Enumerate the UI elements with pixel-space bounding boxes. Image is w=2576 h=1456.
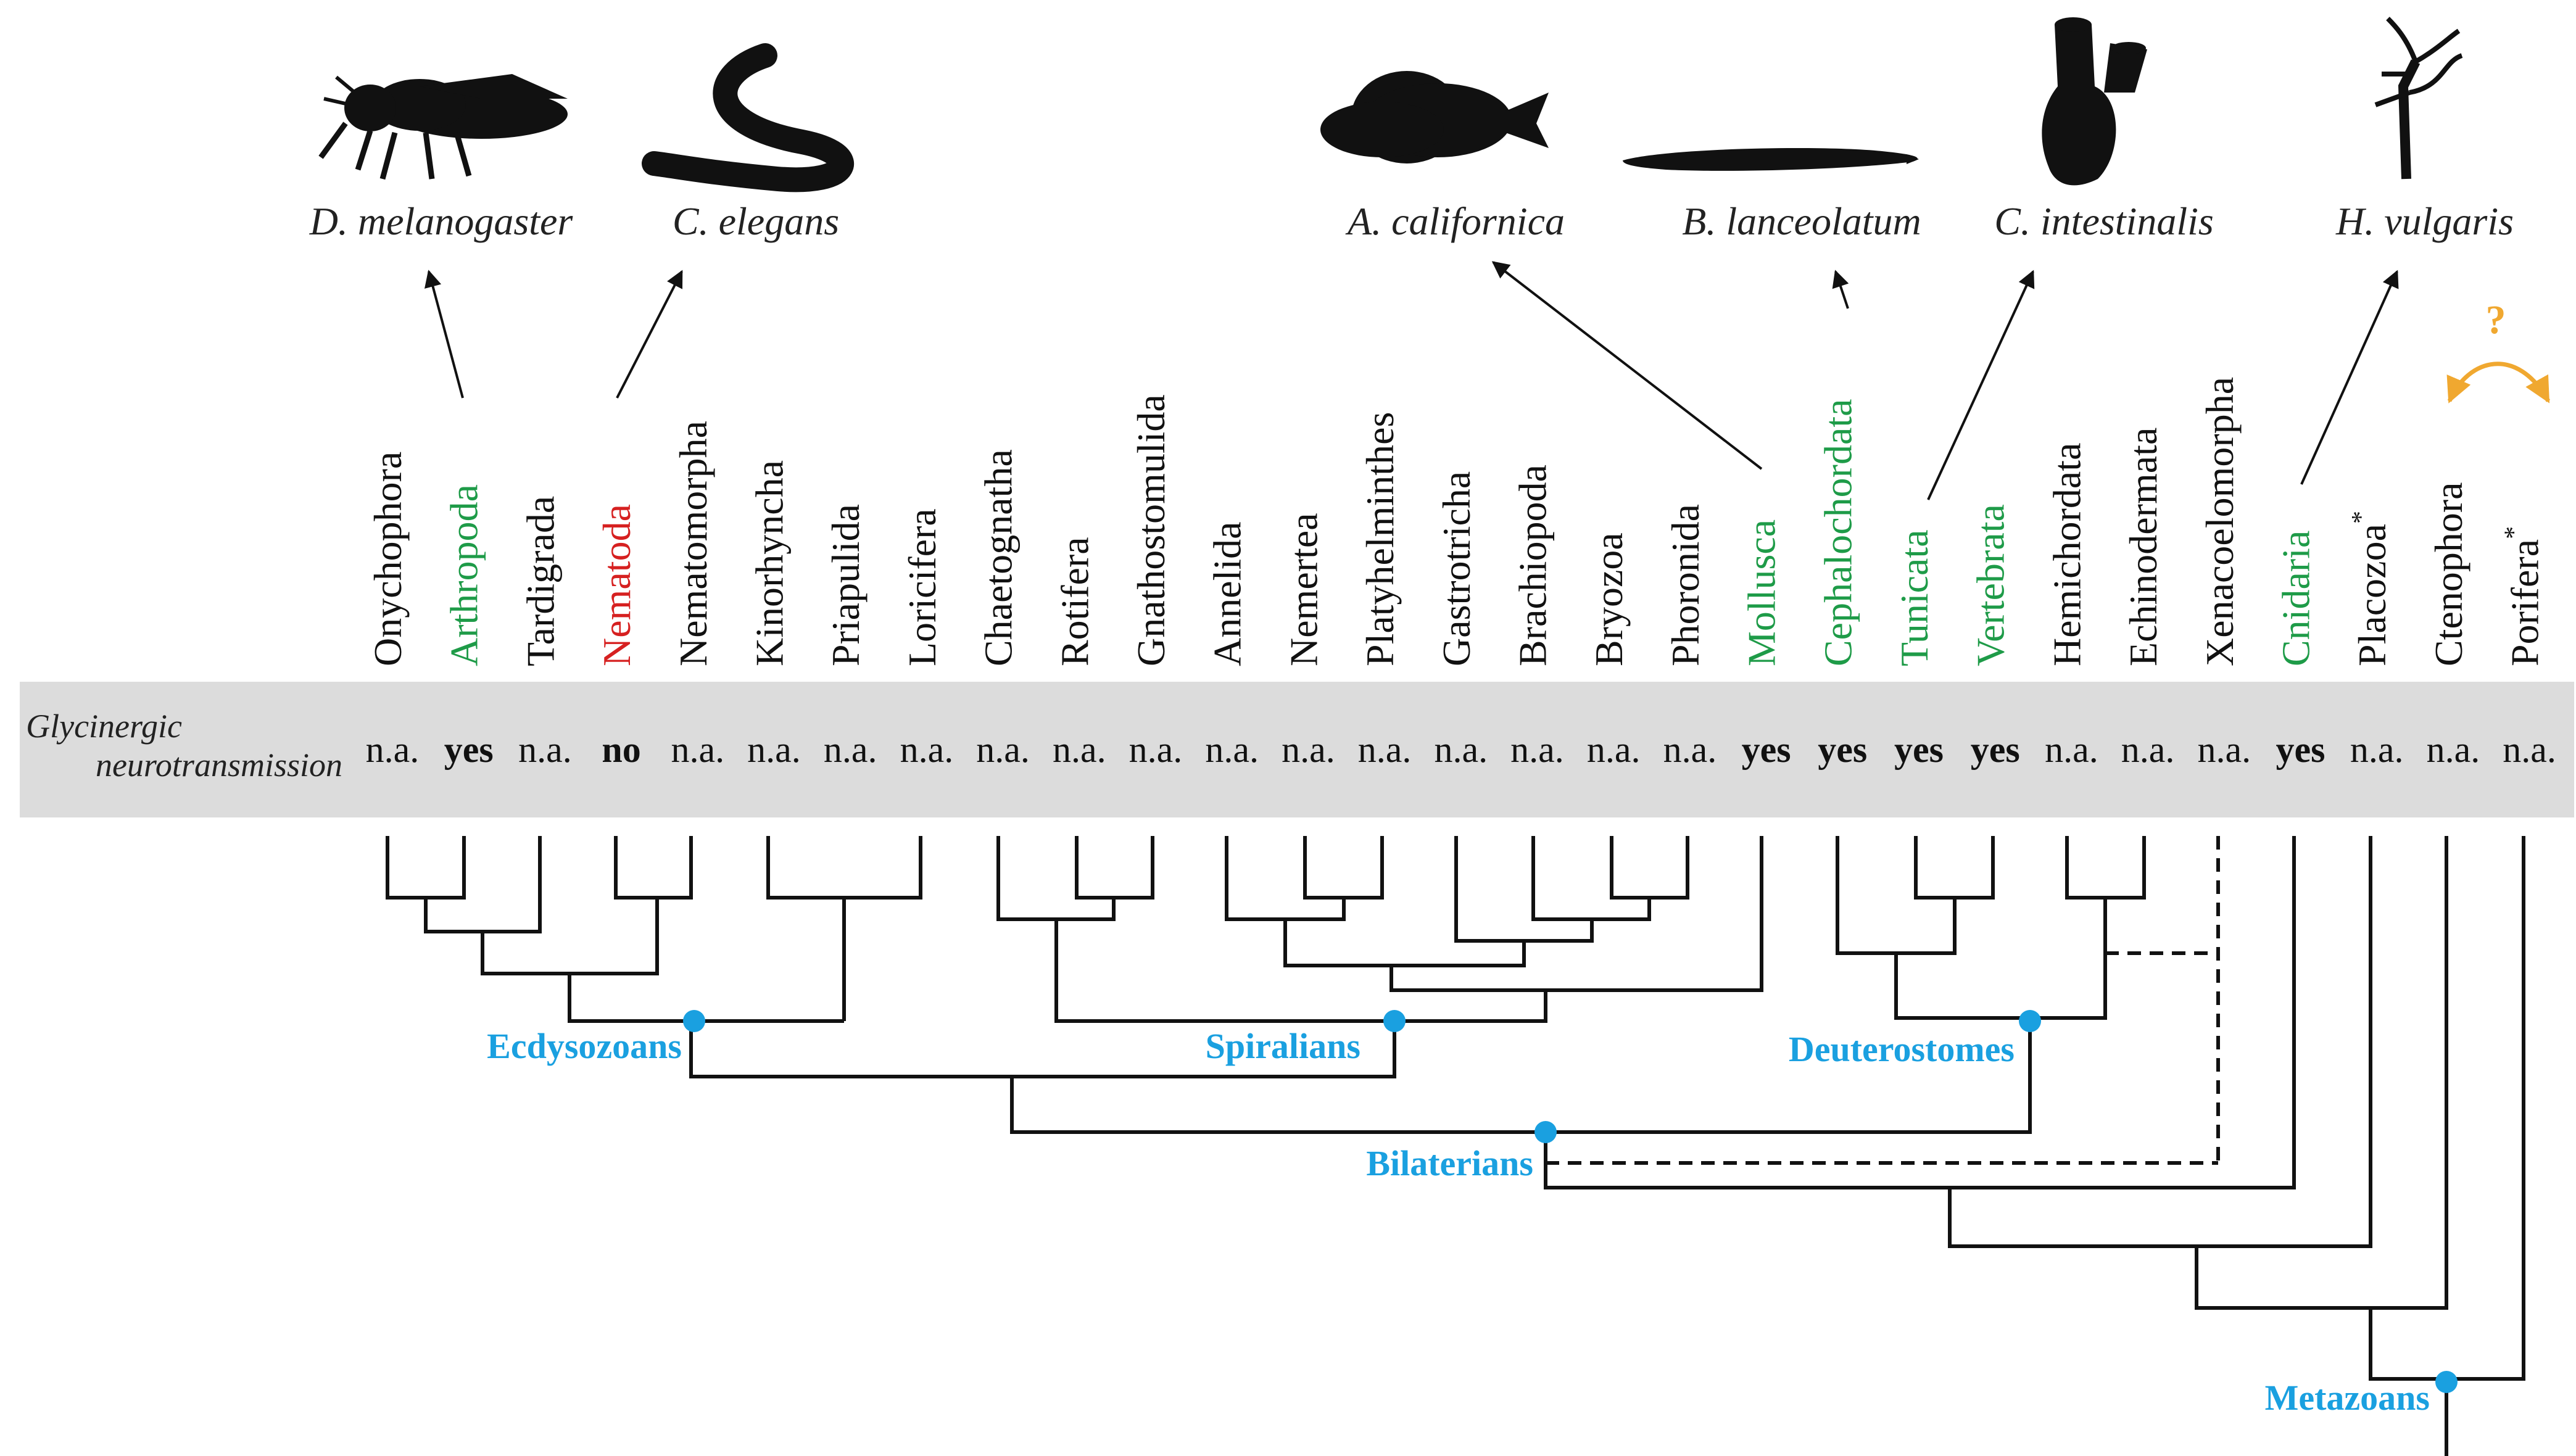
metazoa-node xyxy=(2435,1371,2458,1393)
taxon-label-phoronida: Phoronida xyxy=(1663,504,1707,666)
status-value-bryozoa: n.a. xyxy=(1587,729,1641,770)
status-value-nematoda: no xyxy=(602,729,640,770)
status-value-cephalochordata: yes xyxy=(1818,729,1867,770)
clade-label-metazoans: Metazoans xyxy=(2265,1378,2430,1418)
phylogenetic-tree xyxy=(386,836,2525,1456)
taxon-label-nematomorpha: Nematomorpha xyxy=(671,421,715,666)
sea-slug-silhouette-icon xyxy=(1320,71,1549,163)
status-value-hemichordata: n.a. xyxy=(2045,729,2098,770)
taxon-label-vertebrata: Vertebrata xyxy=(1969,504,2013,666)
ecdysozoa-node xyxy=(683,1010,705,1032)
status-value-placozoa: n.a. xyxy=(2350,729,2404,770)
taxon-label-brachiopoda: Brachiopoda xyxy=(1511,465,1555,666)
status-value-arthropoda: yes xyxy=(444,729,494,770)
lancelet-silhouette-icon xyxy=(1623,148,1919,171)
species-label-h-vulgaris: H. vulgaris xyxy=(2335,199,2514,243)
species-label-d-melanogaster: D. melanogaster xyxy=(309,199,574,243)
taxon-label-tunicata: Tunicata xyxy=(1892,529,1936,666)
taxon-label-gastrotricha: Gastrotricha xyxy=(1435,471,1478,666)
taxon-label-hemichordata: Hemichordata xyxy=(2045,443,2089,667)
status-value-priapulida: n.a. xyxy=(824,729,877,770)
status-values: n.a. yes n.a. no n.a. n.a. n.a. n.a. n.a. n.a. n.a… xyxy=(366,729,2556,770)
status-value-tardigrada: n.a. xyxy=(518,729,572,770)
status-value-loricifera: n.a. xyxy=(900,729,954,770)
uncertainty-question-mark: ? xyxy=(2486,297,2506,342)
species-label-c-intestinalis: C. intestinalis xyxy=(1994,199,2214,243)
status-value-nematomorpha: n.a. xyxy=(671,729,724,770)
species-label-b-lanceolatum: B. lanceolatum xyxy=(1682,199,1921,243)
taxon-footnote-mark: * xyxy=(2500,526,2528,539)
clade-label-deuterostomes: Deuterostomes xyxy=(1789,1029,2015,1069)
status-value-nemertea: n.a. xyxy=(1282,729,1335,770)
band-label-line2: neurotransmission xyxy=(96,747,342,784)
clade-label-ecdysozoans: Ecdysozoans xyxy=(487,1026,682,1066)
status-value-porifera: n.a. xyxy=(2503,729,2556,770)
band-label-line1: Glycinergic xyxy=(26,708,182,745)
taxon-label-porifera: Porifera* xyxy=(2500,526,2547,666)
sea-squirt-silhouette-icon xyxy=(2042,17,2147,186)
status-value-platyhelminthes: n.a. xyxy=(1358,729,1412,770)
status-value-cnidaria: yes xyxy=(2276,729,2325,770)
status-value-onychophora: n.a. xyxy=(366,729,420,770)
worm-silhouette-icon xyxy=(642,43,854,192)
taxon-label-bryozoa: Bryozoa xyxy=(1587,532,1631,666)
taxon-label-cnidaria: Cnidaria xyxy=(2274,531,2318,666)
clade-label-spiralians: Spiralians xyxy=(1206,1026,1360,1066)
status-value-rotifera: n.a. xyxy=(1053,729,1106,770)
status-value-ctenophora: n.a. xyxy=(2427,729,2480,770)
status-value-vertebrata: yes xyxy=(1971,729,2020,770)
status-value-brachiopoda: n.a. xyxy=(1510,729,1564,770)
taxon-label-mollusca: Mollusca xyxy=(1740,519,1784,666)
status-value-kinorhyncha: n.a. xyxy=(747,729,801,770)
spiralia-node xyxy=(1383,1010,1406,1032)
uncertain-root-indicator: ? xyxy=(2446,297,2551,403)
taxon-footnote-mark: * xyxy=(2347,511,2375,524)
species-label-a-californica: A. californica xyxy=(1345,199,1565,243)
taxon-label-placozoa: Placozoa* xyxy=(2347,511,2394,666)
taxon-label-priapulida: Priapulida xyxy=(824,504,868,666)
bilateria-node xyxy=(1534,1121,1557,1143)
deuterostome-node xyxy=(2019,1010,2041,1032)
taxon-label-annelida: Annelida xyxy=(1206,521,1249,666)
status-value-tunicata: yes xyxy=(1894,729,1944,770)
taxon-label-arthropoda: Arthropoda xyxy=(442,484,486,666)
status-value-echinodermata: n.a. xyxy=(2121,729,2175,770)
taxon-label-xenacoelomorpha: Xenacoelomorpha xyxy=(2198,377,2242,666)
status-value-phoronida: n.a. xyxy=(1663,729,1717,770)
taxon-label-chaetognatha: Chaetognatha xyxy=(977,449,1021,666)
status-value-annelida: n.a. xyxy=(1205,729,1259,770)
glycinergic-band xyxy=(20,682,2574,817)
taxon-label-nematoda: Nematoda xyxy=(595,504,639,666)
taxon-label-platyhelminthes: Platyhelminthes xyxy=(1358,412,1402,666)
taxon-label-tardigrada: Tardigrada xyxy=(518,496,562,666)
fly-silhouette-icon xyxy=(318,74,568,180)
taxon-label-kinorhyncha: Kinorhyncha xyxy=(748,460,792,666)
clade-label-bilaterians: Bilaterians xyxy=(1366,1143,1533,1183)
status-value-mollusca: yes xyxy=(1742,729,1791,770)
status-value-gastrotricha: n.a. xyxy=(1434,729,1488,770)
taxon-label-gnathostomulida: Gnathostomulida xyxy=(1129,394,1173,666)
clade-nodes xyxy=(683,1010,2458,1393)
taxon-label-echinodermata: Echinodermata xyxy=(2121,428,2165,666)
hydra-silhouette-icon xyxy=(2374,17,2463,180)
taxon-label-onychophora: Onychophora xyxy=(366,452,410,666)
taxon-labels: Onychophora Arthropoda Tardigrada Nematoda N… xyxy=(366,377,2547,666)
species-label-c-elegans: C. elegans xyxy=(673,199,839,243)
taxon-label-nemertea: Nemertea xyxy=(1282,513,1325,666)
status-value-chaetognatha: n.a. xyxy=(976,729,1030,770)
status-value-gnathostomulida: n.a. xyxy=(1129,729,1183,770)
taxon-label-loricifera: Loricifera xyxy=(900,508,944,666)
taxon-species-arrows xyxy=(425,261,2399,500)
taxon-label-cephalochordata: Cephalochordata xyxy=(1816,399,1860,666)
status-value-xenacoelomorpha: n.a. xyxy=(2197,729,2251,770)
taxon-label-rotifera: Rotifera xyxy=(1053,537,1096,666)
taxon-label-ctenophora: Ctenophora xyxy=(2427,482,2470,666)
